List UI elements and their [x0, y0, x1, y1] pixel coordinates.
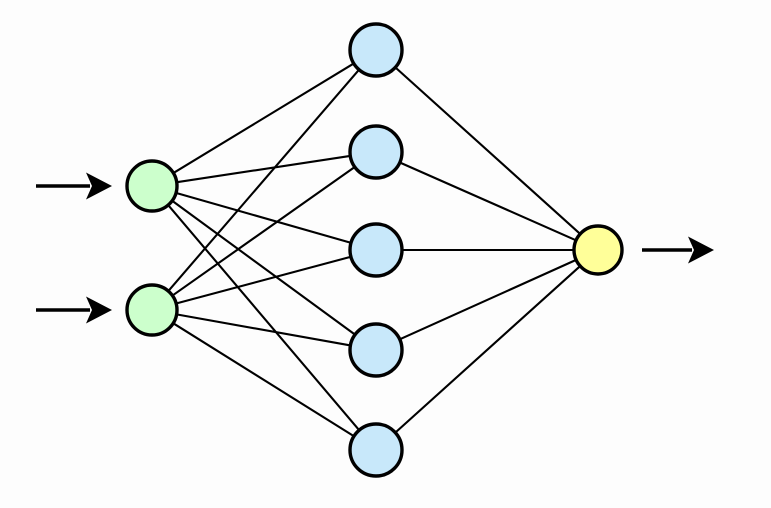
- input-arrow: [36, 172, 112, 200]
- node-hidden-3[interactable]: [348, 222, 404, 278]
- layer-input: [125, 159, 179, 337]
- edge-h2-o1: [397, 160, 579, 242]
- out-arrow-1-head: [688, 236, 714, 264]
- input-arrow: [36, 296, 112, 324]
- node-hidden-1[interactable]: [348, 22, 404, 78]
- edge-h4-o1: [397, 258, 579, 341]
- edge-i1-h2: [174, 154, 353, 184]
- node-output-1[interactable]: [572, 224, 624, 276]
- nodes-group: [125, 22, 624, 478]
- node-hidden-5[interactable]: [348, 422, 404, 478]
- node-hidden-2[interactable]: [348, 124, 404, 180]
- edge-i2-h4: [174, 313, 353, 347]
- edge-h1-o1: [393, 65, 583, 236]
- io-arrows-group: [36, 172, 714, 324]
- edge-i1-h5: [166, 202, 362, 433]
- node-input-1[interactable]: [125, 159, 179, 213]
- node-input-2[interactable]: [125, 283, 179, 337]
- edge-i2-h5: [170, 321, 357, 439]
- edge-i1-h3: [173, 191, 354, 245]
- node-hidden-4[interactable]: [348, 322, 404, 378]
- layer-output: [572, 224, 624, 276]
- edge-i2-h2: [170, 165, 358, 298]
- edge-h5-o1: [393, 264, 583, 435]
- edge-i2-h3: [173, 255, 354, 305]
- edge-i2-h1: [166, 67, 362, 294]
- in-arrow-1-head: [86, 172, 112, 200]
- edge-i1-h1: [171, 61, 357, 175]
- edge-i1-h4: [169, 198, 358, 337]
- output-arrow: [642, 236, 714, 264]
- layer-hidden: [348, 22, 404, 478]
- edges-group: [166, 61, 583, 439]
- in-arrow-2-head: [86, 296, 112, 324]
